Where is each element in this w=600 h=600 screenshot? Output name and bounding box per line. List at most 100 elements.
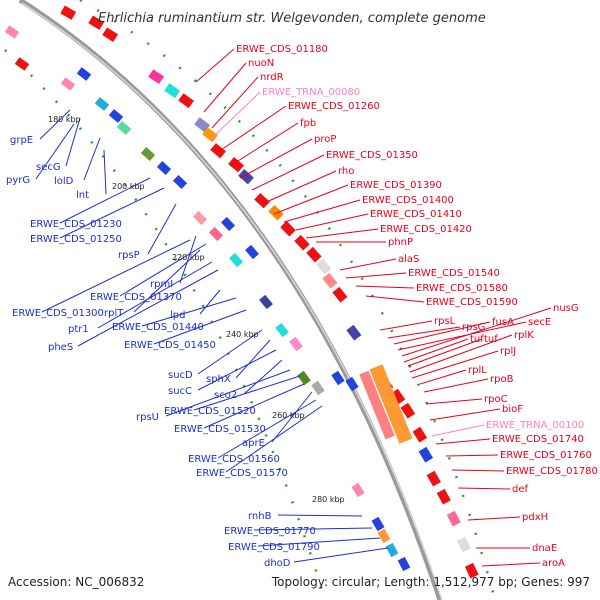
gene-label-right-1[interactable]: nuoN <box>248 58 274 69</box>
gene-label-left-6[interactable]: ERWE_CDS_01250 <box>30 234 122 245</box>
gene-label-left-9[interactable]: ERWE_CDS_01370 <box>90 292 182 303</box>
gene-label-left-8[interactable]: rpmI <box>150 279 173 290</box>
gene-label-right-7[interactable]: ERWE_CDS_01350 <box>326 150 418 161</box>
gene-label-left-1[interactable]: secG <box>36 162 61 173</box>
gene-label-left-27[interactable]: rnhB <box>248 511 272 522</box>
gene-label-left-3[interactable]: lolD <box>54 176 74 187</box>
connector-left-7 <box>147 203 177 255</box>
gene-label-left-0[interactable]: grpE <box>10 135 33 146</box>
kbp-marker-0: 180 kbp <box>48 115 81 124</box>
gene-label-right-22[interactable]: nusG <box>553 303 579 314</box>
feature-outer-1 <box>88 15 105 30</box>
connector-left-20 <box>243 359 283 395</box>
feature-inner-18 <box>297 370 311 386</box>
gene-label-left-26[interactable]: ERWE_CDS_01570 <box>196 468 288 479</box>
connector-left-6 <box>59 187 165 239</box>
feature-inner-7 <box>140 147 156 161</box>
gene-label-left-13[interactable]: pheS <box>48 342 73 353</box>
gene-label-left-11[interactable]: rplT <box>104 308 124 319</box>
gene-label-left-23[interactable]: ERWE_CDS_01530 <box>174 424 266 435</box>
gene-label-right-0[interactable]: ERWE_CDS_01180 <box>236 44 328 55</box>
connector-right-38 <box>481 562 541 567</box>
gene-label-left-7[interactable]: rpsP <box>118 250 140 261</box>
feature-inner-6 <box>116 121 132 135</box>
gene-label-right-17[interactable]: ERWE_CDS_01590 <box>426 297 518 308</box>
gene-label-right-23[interactable]: tuf <box>470 334 484 345</box>
gene-label-right-9[interactable]: ERWE_CDS_01390 <box>350 180 442 191</box>
gene-label-right-24[interactable]: tuf <box>484 334 498 345</box>
gene-label-left-17[interactable]: sucD <box>168 370 193 381</box>
feature-outer-0 <box>60 5 77 20</box>
gene-label-left-29[interactable]: ERWE_CDS_01790 <box>228 542 320 553</box>
gene-labels: ERWE_CDS_01180 nuoN nrdR ERWE_TRNA_00080ERW… <box>6 44 598 569</box>
gene-label-left-28[interactable]: ERWE_CDS_01770 <box>224 526 316 537</box>
gene-label-right-2[interactable]: nrdR <box>260 72 284 83</box>
gene-label-right-6[interactable]: proP <box>314 134 336 145</box>
feature-outer-5 <box>178 93 195 109</box>
gene-label-left-19[interactable]: sucC <box>168 386 192 397</box>
gene-label-left-5[interactable]: ERWE_CDS_01230 <box>30 219 122 230</box>
feature-inner-11 <box>208 226 224 242</box>
gene-label-right-20[interactable]: fusA <box>492 317 514 328</box>
feature-outer-17 <box>322 272 338 289</box>
gene-label-right-10[interactable]: ERWE_CDS_01400 <box>362 195 454 206</box>
feature-inner-16 <box>275 322 289 338</box>
gene-label-left-25[interactable]: ERWE_CDS_01560 <box>188 454 280 465</box>
gene-label-right-18[interactable]: rpsL <box>434 316 456 327</box>
gene-label-left-22[interactable]: ERWE_CDS_01520 <box>164 406 256 417</box>
connector-left-15 <box>141 297 237 327</box>
gene-label-left-21[interactable]: rpsU <box>136 412 159 423</box>
gene-label-left-30[interactable]: dhoD <box>264 558 291 569</box>
gene-label-right-38[interactable]: aroA <box>542 558 565 569</box>
gene-label-left-18[interactable]: sphX <box>206 374 231 385</box>
gene-label-right-37[interactable]: dnaE <box>532 543 557 554</box>
connector-right-15 <box>345 272 407 279</box>
gene-label-right-29[interactable]: rpoC <box>484 394 508 405</box>
gene-label-left-24[interactable]: aprE <box>242 438 265 449</box>
gene-label-right-5[interactable]: fpb <box>300 118 316 129</box>
gene-label-right-26[interactable]: rplJ <box>500 346 516 357</box>
gene-label-right-8[interactable]: rho <box>338 166 354 177</box>
gene-label-right-21[interactable]: secE <box>528 317 551 328</box>
gene-label-left-10[interactable]: ERWE_CDS_01300 <box>12 308 104 319</box>
gene-label-right-32[interactable]: ERWE_CDS_01740 <box>492 434 584 445</box>
gene-label-right-30[interactable]: bioF <box>502 404 523 415</box>
kbp-marker-5: 280 kbp <box>312 495 345 504</box>
gene-label-right-36[interactable]: pdxH <box>522 512 548 523</box>
gene-label-right-33[interactable]: ERWE_CDS_01760 <box>500 450 592 461</box>
gene-label-right-27[interactable]: rplL <box>468 365 487 376</box>
gene-label-right-13[interactable]: phnP <box>388 237 413 248</box>
connector-right-12 <box>305 228 379 239</box>
feature-outer-6 <box>194 117 210 133</box>
connector-right-11 <box>295 213 369 231</box>
gene-label-left-16[interactable]: ERWE_CDS_01450 <box>124 340 216 351</box>
connector-left-16 <box>153 309 247 345</box>
gene-label-right-3[interactable]: ERWE_TRNA_00080 <box>262 87 360 98</box>
connector-right-29 <box>425 398 483 405</box>
gene-label-right-4[interactable]: ERWE_CDS_01260 <box>288 101 380 112</box>
feature-outer-18 <box>332 286 348 303</box>
connector-right-21 <box>397 321 527 351</box>
gene-label-right-34[interactable]: ERWE_CDS_01780 <box>506 466 598 477</box>
gene-label-left-20[interactable]: sco2 <box>214 390 237 401</box>
gene-label-right-15[interactable]: ERWE_CDS_01540 <box>408 268 500 279</box>
feature-inner-23 <box>371 516 385 532</box>
gene-label-right-25[interactable]: rplK <box>514 330 534 341</box>
gene-label-right-16[interactable]: ERWE_CDS_01580 <box>416 283 508 294</box>
gene-label-right-19[interactable]: rpsG <box>462 322 485 333</box>
connector-right-1 <box>203 62 247 113</box>
gene-label-right-11[interactable]: ERWE_CDS_01410 <box>370 209 462 220</box>
gene-label-right-12[interactable]: ERWE_CDS_01420 <box>380 224 472 235</box>
gene-label-left-4[interactable]: lnt <box>76 190 89 201</box>
gene-label-right-31[interactable]: ERWE_TRNA_00100 <box>486 420 584 431</box>
gene-label-left-14[interactable]: lpd <box>170 310 185 321</box>
connector-right-30 <box>429 408 501 421</box>
gene-label-left-2[interactable]: pyrG <box>6 175 30 186</box>
connector-right-0 <box>195 48 235 83</box>
connector-right-20 <box>393 321 491 345</box>
gene-label-left-12[interactable]: ptr1 <box>68 324 89 335</box>
gene-label-right-14[interactable]: alaS <box>398 254 419 265</box>
gene-label-right-35[interactable]: def <box>512 484 529 495</box>
gene-label-left-15[interactable]: ERWE_CDS_01440 <box>112 322 204 333</box>
gene-label-right-28[interactable]: rpoB <box>490 374 514 385</box>
